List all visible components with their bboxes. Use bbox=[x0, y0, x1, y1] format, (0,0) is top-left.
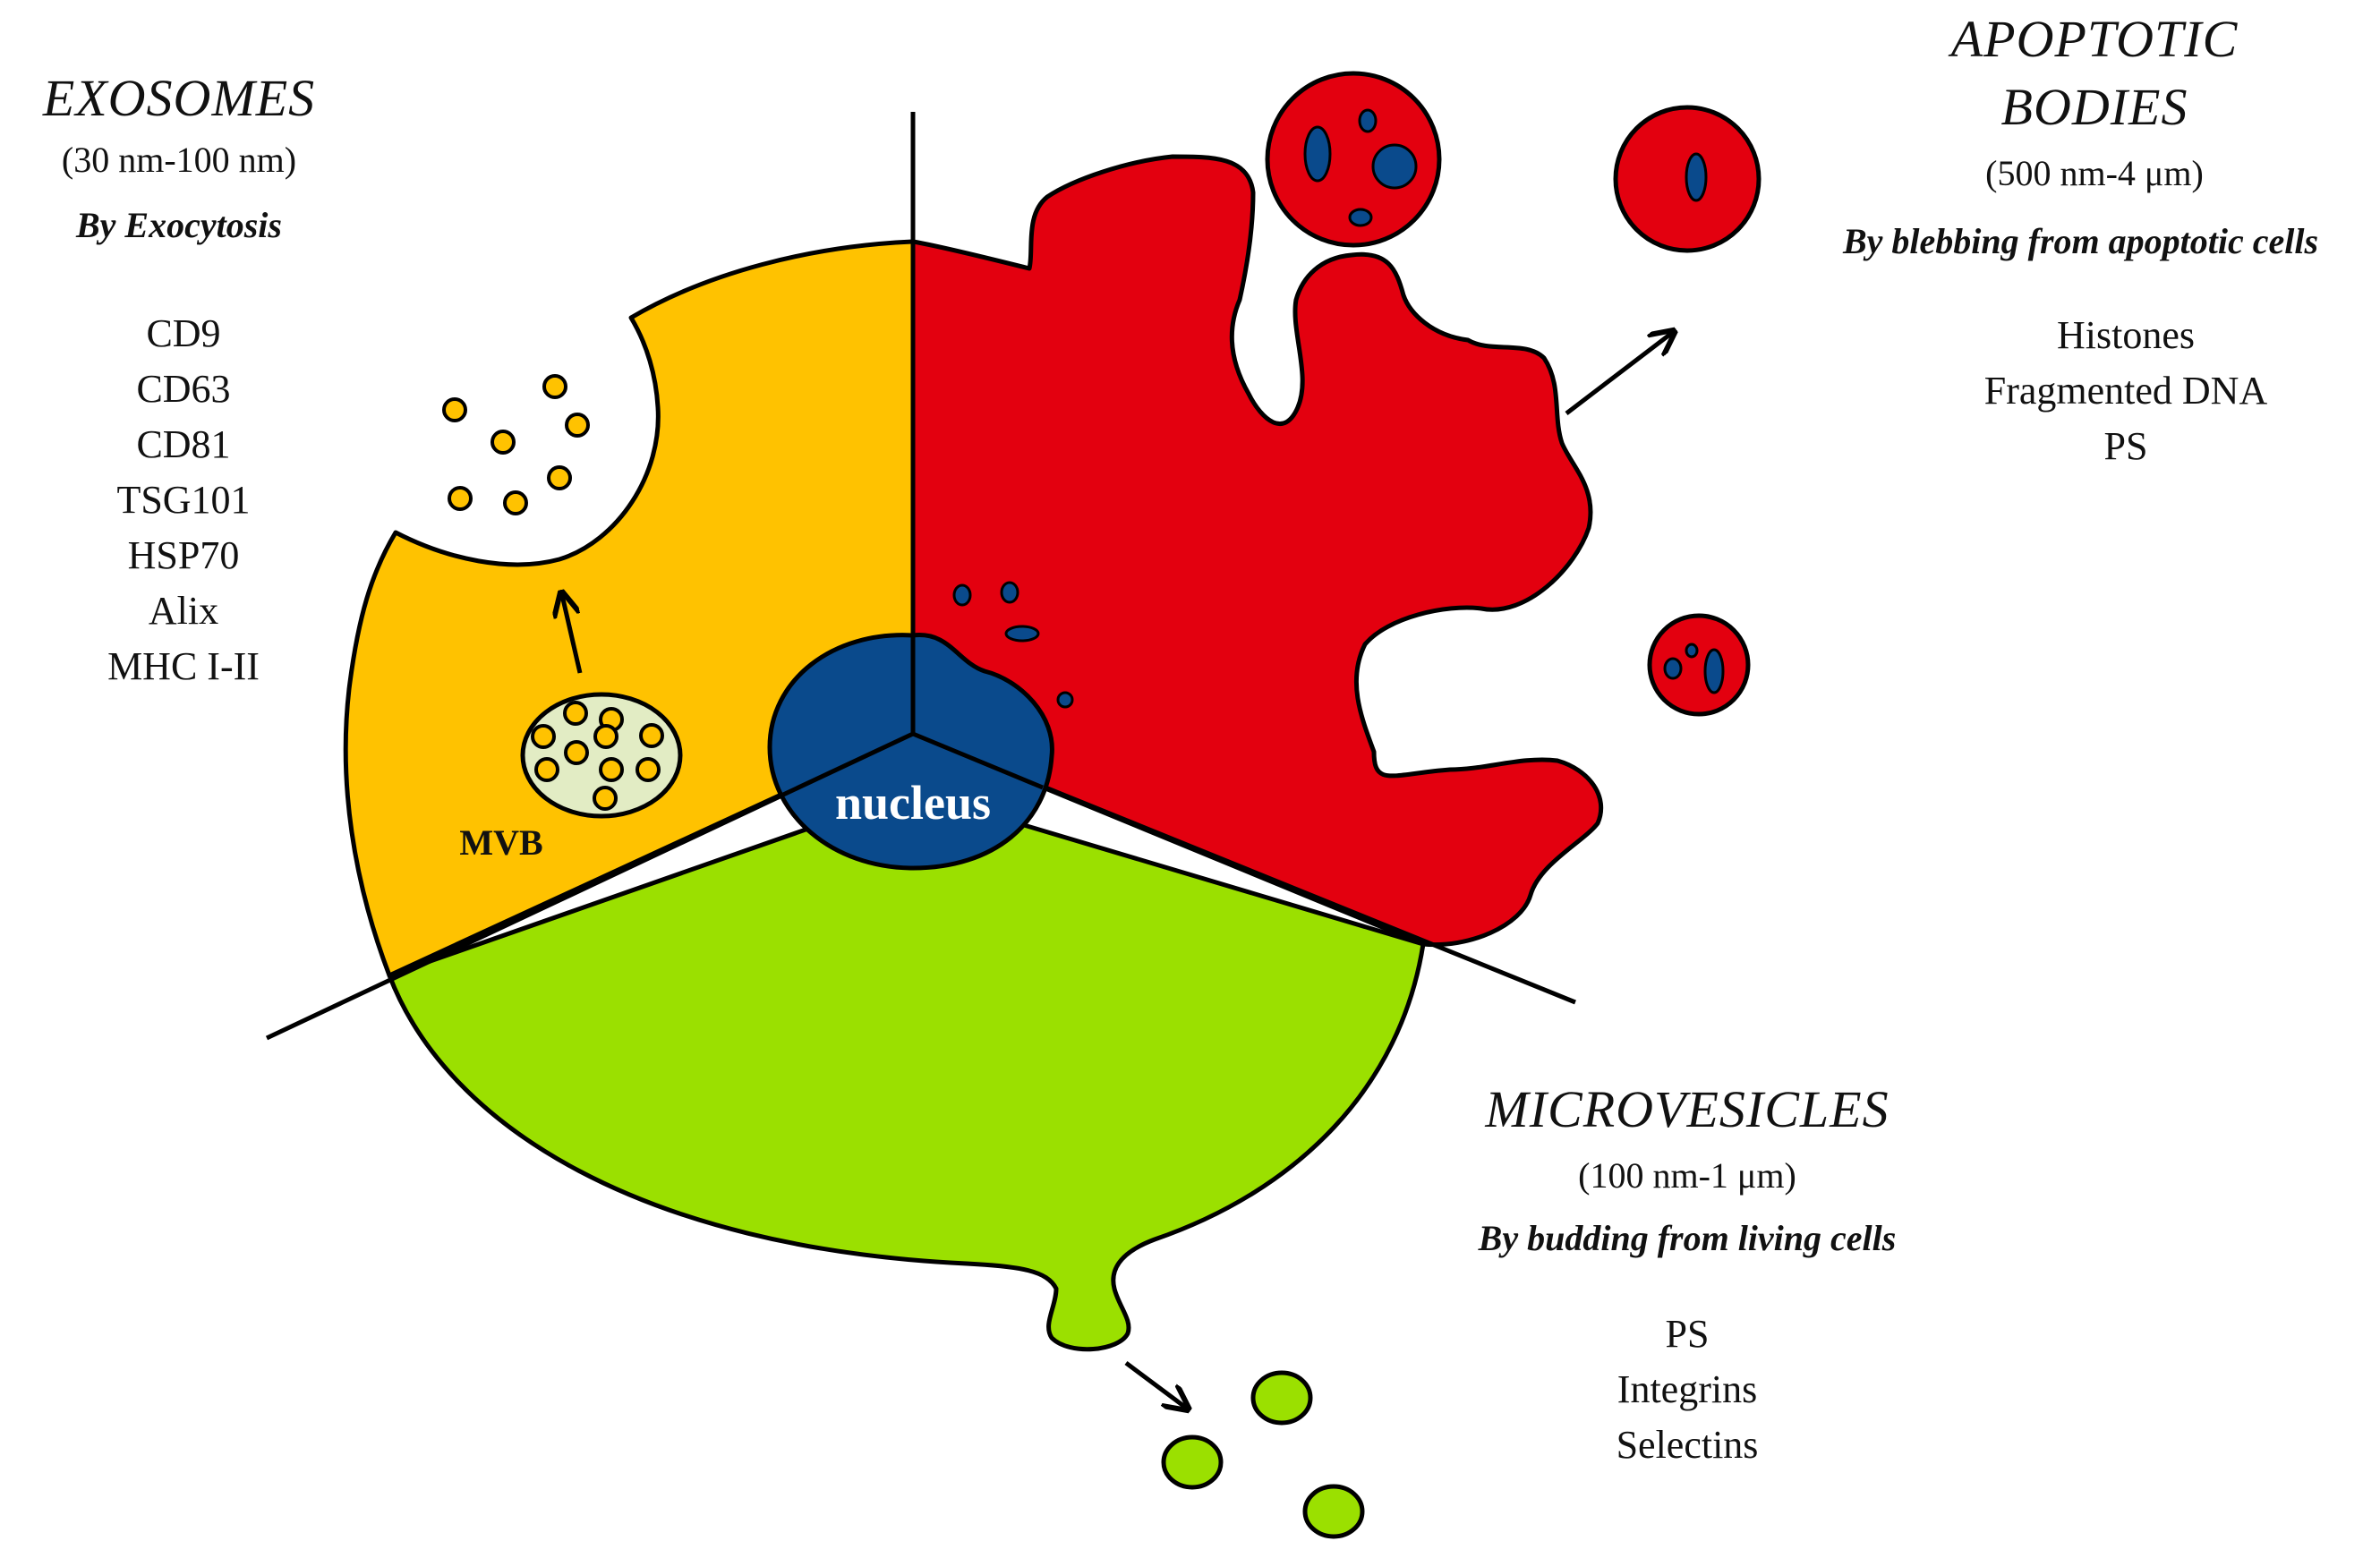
exosome-marker: CD81 bbox=[136, 422, 231, 466]
exosomes-method: By Exocytosis bbox=[76, 205, 282, 245]
apoptotic-region bbox=[910, 154, 1604, 948]
apoptotic-marker: Histones bbox=[2057, 313, 2195, 357]
microvesicles-method: By budding from living cells bbox=[1478, 1218, 1897, 1258]
exosome-marker: CD9 bbox=[146, 311, 221, 355]
microvesicle-marker: Selectins bbox=[1616, 1423, 1759, 1467]
mvb-label: MVB bbox=[459, 822, 542, 863]
mvb-exosomes bbox=[531, 701, 664, 811]
apoptotic-body-right bbox=[1613, 105, 1762, 253]
exosome-marker: Alix bbox=[148, 589, 219, 633]
exosomes-title: EXOSOMES bbox=[42, 69, 316, 127]
apoptotic-marker: Fragmented DNA bbox=[1983, 369, 2268, 413]
apoptotic-body-small bbox=[1647, 613, 1751, 717]
microvesicle-release-arrow bbox=[1124, 1360, 1186, 1408]
mvb bbox=[520, 692, 683, 819]
microvesicle-marker: PS bbox=[1665, 1312, 1710, 1356]
exosomes-markers: CD9 CD63 CD81 TSG101 HSP70 Alix MHC I-II bbox=[0, 306, 367, 694]
microvesicle-marker: Integrins bbox=[1617, 1367, 1758, 1411]
apoptotic-size: (500 nm-4 μm) bbox=[1985, 153, 2204, 193]
exosome-marker: CD63 bbox=[136, 367, 231, 411]
exosome-marker: TSG101 bbox=[116, 478, 251, 522]
apoptotic-release-arrow bbox=[1565, 333, 1672, 415]
apoptotic-body-large bbox=[1265, 71, 1442, 248]
nucleus-label: nucleus bbox=[835, 776, 991, 830]
exosome-marker: MHC I-II bbox=[107, 644, 260, 688]
exosomes-size: (30 nm-100 nm) bbox=[61, 140, 297, 180]
apoptotic-method: By blebbing from apoptotic cells bbox=[1842, 221, 2319, 261]
exosome-marker: HSP70 bbox=[127, 533, 240, 577]
nucleus bbox=[767, 633, 1054, 871]
apoptotic-title-line2: BODIES bbox=[2000, 78, 2188, 136]
mvb-exocytosis-arrow bbox=[562, 595, 583, 674]
dna-fragments bbox=[952, 581, 1074, 709]
microvesicles-title: MICROVESICLES bbox=[1485, 1080, 1889, 1138]
exosome-region bbox=[343, 239, 916, 978]
apoptotic-markers: Histones Fragmented DNA PS bbox=[1911, 308, 2341, 474]
apoptotic-title-line1: APOPTOTIC bbox=[1950, 10, 2239, 68]
microvesicles-size: (100 nm-1 μm) bbox=[1578, 1155, 1796, 1196]
microvesicle-markers: PS Integrins Selectins bbox=[1477, 1307, 1898, 1473]
released-exosomes bbox=[442, 374, 590, 515]
microvesicle-region bbox=[387, 789, 1426, 1352]
released-microvesicles bbox=[1161, 1370, 1365, 1539]
apoptotic-marker: PS bbox=[2103, 424, 2148, 468]
